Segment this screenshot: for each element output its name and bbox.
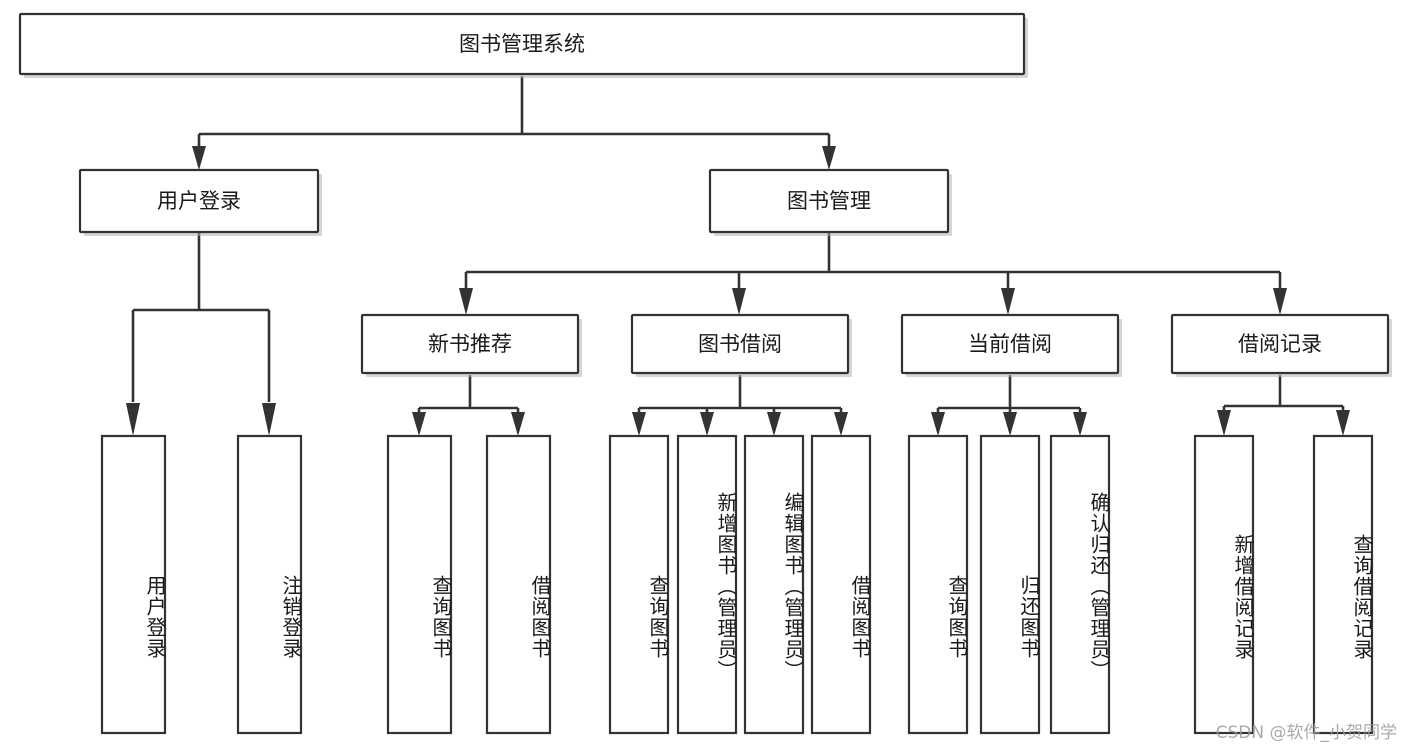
arrow-head-userlogin <box>192 146 206 170</box>
leaf-box-bookborrow-3[interactable] <box>743 434 805 735</box>
arrow-head-currentborrow <box>1001 288 1015 315</box>
arrow-head-leaf-user-login-2 <box>262 403 276 436</box>
leaf-box-borrowrecord-2[interactable] <box>1312 434 1374 735</box>
node-book-management[interactable]: 图书管理 <box>708 168 952 236</box>
node-user-login-label: 用户登录 <box>157 189 241 213</box>
connector-group-bookmgmt <box>459 232 1287 315</box>
node-new-book-recommend-label: 新书推荐 <box>428 332 512 356</box>
leaf-box-user-login-2[interactable] <box>236 434 303 735</box>
connector-group-bookborrow <box>632 375 848 436</box>
connector-group-userlogin <box>126 232 276 436</box>
leaf-box-bookborrow-2[interactable] <box>676 434 738 735</box>
arrow-head-leaf-newbook-2 <box>511 412 525 436</box>
leaf-box-bookborrow-1[interactable] <box>608 434 670 735</box>
arrow-head-leaf-bookborrow-2 <box>700 412 714 436</box>
arrow-head-leaf-user-login-1 <box>126 403 140 436</box>
node-current-borrow[interactable]: 当前借阅 <box>900 313 1122 377</box>
arrow-head-leaf-newbook-1 <box>412 412 426 436</box>
node-borrow-record-label: 借阅记录 <box>1238 332 1322 356</box>
leaf-box-newbook-1[interactable] <box>386 434 453 735</box>
arrow-head-leaf-borrowrecord-1 <box>1217 410 1231 436</box>
arrow-head-leaf-bookborrow-1 <box>632 412 646 436</box>
arrow-head-leaf-currentborrow-2 <box>1003 412 1017 436</box>
arrow-head-bookborrow <box>732 288 746 315</box>
leaf-box-currentborrow-3[interactable] <box>1049 434 1111 735</box>
node-root-label: 图书管理系统 <box>459 32 585 56</box>
node-book-borrow[interactable]: 图书借阅 <box>630 313 852 377</box>
arrow-head-bookmgmt <box>822 146 836 170</box>
arrow-head-leaf-borrowrecord-2 <box>1336 410 1350 436</box>
connector-group-root <box>192 76 836 170</box>
leaf-boxes <box>100 434 1374 735</box>
node-current-borrow-label: 当前借阅 <box>968 332 1052 356</box>
arrow-head-borrowrecord <box>1273 288 1287 315</box>
node-book-management-label: 图书管理 <box>787 189 871 213</box>
leaf-box-newbook-2[interactable] <box>485 434 552 735</box>
arrow-head-leaf-currentborrow-3 <box>1073 412 1087 436</box>
leaf-box-currentborrow-2[interactable] <box>979 434 1041 735</box>
leaf-box-borrowrecord-1[interactable] <box>1193 434 1255 735</box>
arrow-head-leaf-bookborrow-4 <box>834 412 848 436</box>
leaf-box-user-login-1[interactable] <box>100 434 167 735</box>
node-root[interactable]: 图书管理系统 <box>18 12 1028 78</box>
node-book-borrow-label: 图书借阅 <box>698 332 782 356</box>
node-borrow-record[interactable]: 借阅记录 <box>1170 313 1392 377</box>
connector-group-newbook <box>412 375 525 436</box>
connector-group-currentborrow <box>931 375 1087 436</box>
node-user-login[interactable]: 用户登录 <box>78 168 322 236</box>
watermark-text: CSDN @软件_小贺同学 <box>1215 723 1397 743</box>
leaf-box-bookborrow-4[interactable] <box>810 434 872 735</box>
arrow-head-newbook <box>459 288 473 315</box>
arrow-head-leaf-bookborrow-3 <box>767 412 781 436</box>
arrow-head-leaf-currentborrow-1 <box>931 412 945 436</box>
leaf-box-currentborrow-1[interactable] <box>907 434 969 735</box>
node-new-book-recommend[interactable]: 新书推荐 <box>360 313 582 377</box>
connector-group-borrowrecord <box>1217 375 1350 436</box>
